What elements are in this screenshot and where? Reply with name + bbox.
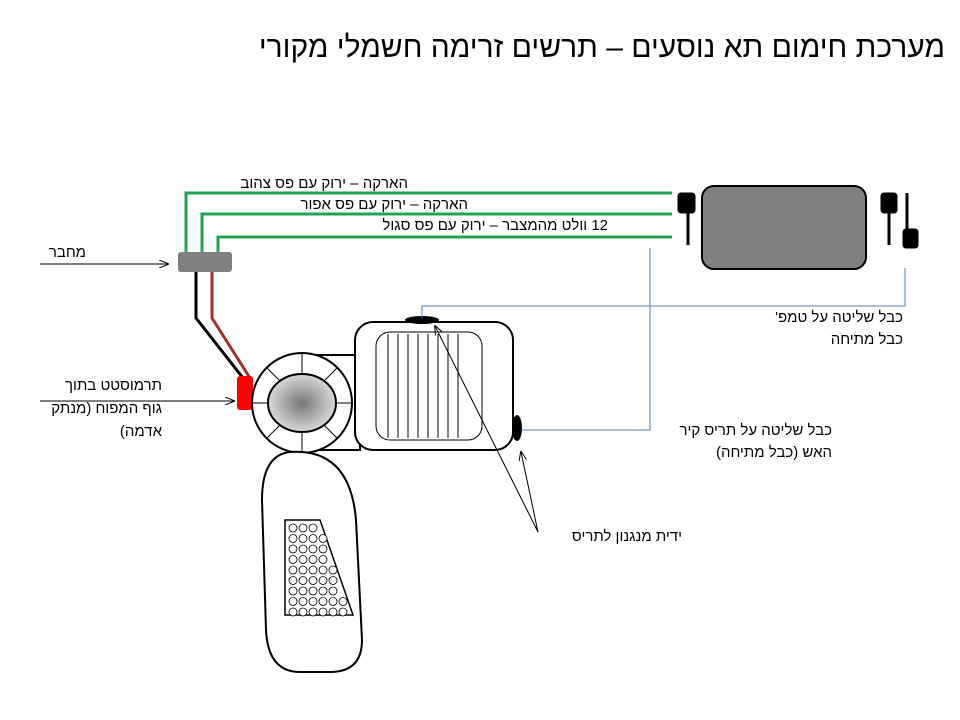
grille-hole — [288, 544, 298, 554]
grille-hole — [298, 576, 308, 585]
grille-hole — [288, 555, 298, 564]
grille-hole — [288, 597, 298, 606]
firewall-cable-label-2: האש (כבל מתיחה) — [716, 444, 832, 461]
thermostat-label-3: אדמה) — [120, 423, 163, 440]
grille-hole — [308, 607, 318, 617]
wire-label-ground-gray: הארקה – ירוק עם פס אפור — [301, 196, 469, 213]
flap-handle-label: ידית מנגנון לתריס — [572, 528, 682, 545]
grille-holes — [288, 523, 348, 617]
temp-cable-label-1: כבל שליטה על טמפ' — [775, 309, 903, 326]
blower — [251, 352, 361, 454]
wire-ground-gray — [200, 212, 672, 255]
flap-control-cable — [521, 248, 651, 431]
handle-arrow-2 — [521, 452, 539, 533]
connector-label: מחבר — [49, 244, 86, 261]
grille-hole — [288, 576, 298, 585]
grille-hole — [318, 576, 328, 585]
green-wires — [184, 191, 672, 255]
lever-far-right-knob — [902, 228, 919, 249]
grille-hole — [318, 607, 328, 617]
grille-hole — [328, 586, 338, 596]
thermostat-label-1: תרמוסטט בתוך — [65, 377, 162, 394]
connector — [178, 252, 232, 272]
grille-hole — [318, 544, 328, 554]
grille-hole — [328, 565, 338, 575]
wire-label-12v: 12 וולט מהמצבר – ירוק עם פס סגול — [382, 217, 608, 234]
temp-control-cable — [421, 268, 906, 318]
red-wire — [210, 272, 252, 379]
handle-arrow-1 — [435, 326, 539, 533]
grille-hole — [318, 586, 328, 596]
page-title: מערכת חימום תא נוסעים – תרשים זרימה חשמל… — [259, 31, 945, 64]
grille-hole — [288, 565, 298, 575]
grille-hole — [288, 523, 298, 533]
grille-hole — [318, 565, 328, 575]
control-panel — [701, 185, 867, 270]
control-levers — [677, 192, 919, 249]
grille-hole — [308, 565, 318, 575]
thermostat — [237, 376, 253, 410]
heater-box — [354, 321, 514, 451]
temp-valve-lever — [405, 316, 439, 324]
grille-hole — [328, 576, 338, 585]
grille-hole — [298, 555, 308, 564]
temp-cable-label-2: כבל מתיחה — [831, 331, 903, 348]
grille-hole — [328, 597, 338, 606]
grille-hole — [308, 597, 318, 606]
grille-hole — [338, 597, 348, 606]
grille-hole — [298, 534, 308, 543]
flap-lever — [512, 415, 522, 441]
black-wire — [194, 272, 245, 379]
grille-hole — [288, 534, 298, 543]
grille-hole — [288, 607, 298, 617]
grille-hole — [298, 544, 308, 554]
grille-hole — [308, 534, 318, 543]
wire-12v — [216, 235, 672, 255]
wire-ground-yellow — [184, 191, 672, 255]
grille-hole — [298, 607, 308, 617]
grille-hole — [308, 555, 318, 564]
firewall-cable-label-1: כבל שליטה על תריס קיר — [680, 422, 833, 439]
grille-hole — [318, 534, 328, 543]
wire-label-ground-yellow: הארקה – ירוק עם פס צהוב — [240, 175, 408, 192]
grille-hole — [308, 576, 318, 585]
grille-hole — [298, 586, 308, 596]
grille-hole — [308, 523, 318, 533]
grille-hole — [308, 544, 318, 554]
grille-hole — [298, 523, 308, 533]
grille-hole — [298, 565, 308, 575]
grille-hole — [328, 607, 338, 617]
grille-hole — [298, 597, 308, 606]
grille-hole — [288, 586, 298, 596]
thermostat-label-2: גוף המפוח (מנתק — [51, 400, 162, 417]
grille-hole — [308, 586, 318, 596]
grille-hole — [318, 597, 328, 606]
grille-hole — [338, 607, 348, 617]
grille-hole — [318, 555, 328, 564]
